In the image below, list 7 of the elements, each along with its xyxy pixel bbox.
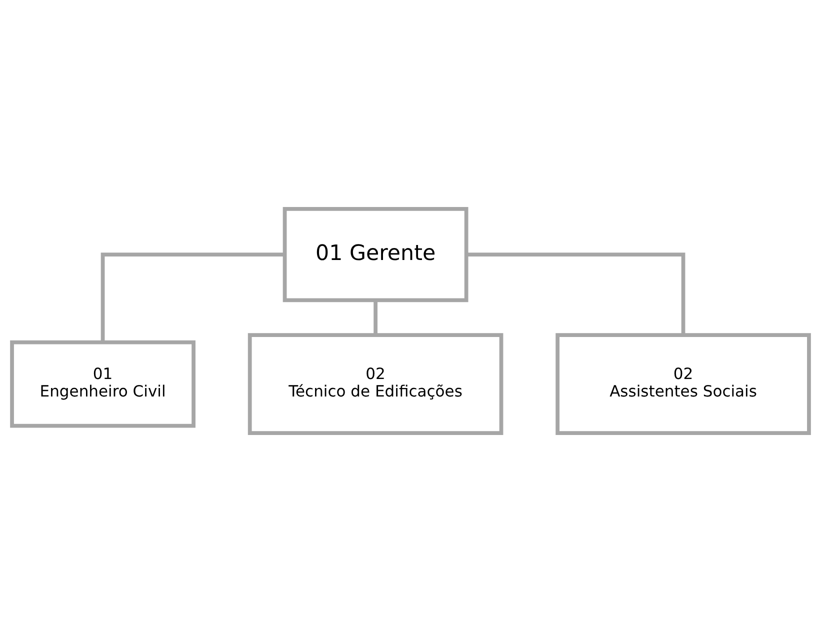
- connector: [466, 252, 686, 335]
- node-box: 02 Assistentes Sociais: [556, 333, 811, 436]
- node-box: 01 Engenheiro Civil: [10, 340, 196, 428]
- connector: [100, 252, 285, 342]
- connector: [374, 300, 378, 335]
- node-box: 01 Gerente: [282, 206, 468, 302]
- node-box: 02 Técnico de Edificações: [248, 333, 504, 436]
